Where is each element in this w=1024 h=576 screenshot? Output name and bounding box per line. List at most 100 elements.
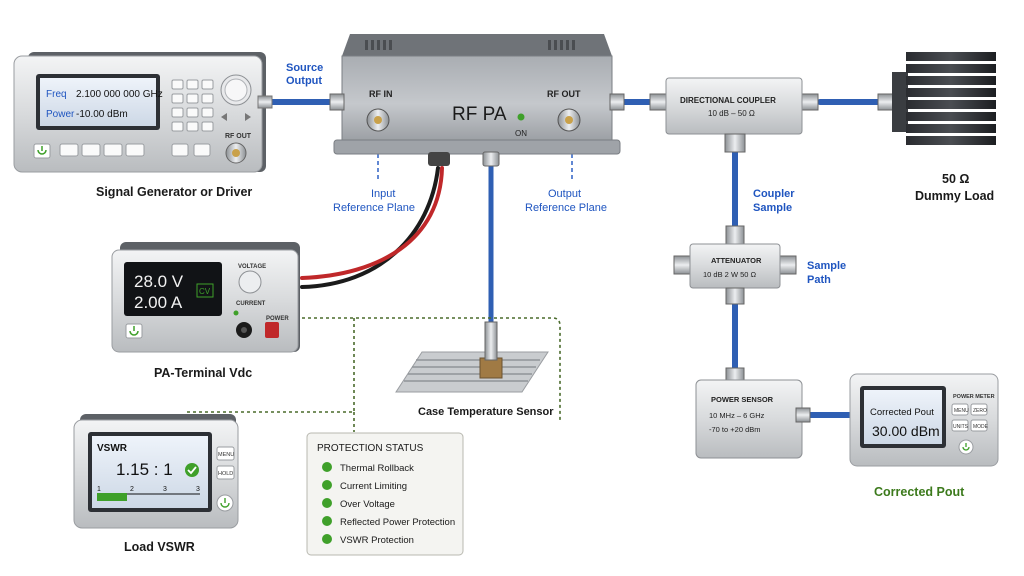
rf-out-label: RF OUT [225,133,252,140]
cv-badge [196,283,214,298]
pm-units-button[interactable] [951,419,969,432]
power-sensor: POWER SENSOR 10 MHz – 6 GHz -70 to +20 d… [695,367,811,459]
power-icon [962,446,970,451]
power-meter-display [864,390,942,444]
power-meter: Corrected Pout 30.00 dBm POWER METER MEN… [849,373,999,499]
coupled-port [724,133,746,153]
power-icon [220,502,230,508]
pm-mode-button[interactable] [970,419,988,432]
check-icon [185,463,199,477]
sample-path-label-1: Sample [807,260,846,272]
power-icon [129,330,139,336]
power-value: -10.00 dBm [76,109,128,120]
status-led-icon [322,534,332,544]
arrow-keys-icon[interactable] [221,113,251,121]
source-output-label-2: Output [286,75,322,87]
dummy-load: 50 Ω Dummy Load [877,52,996,203]
dc-connector [428,152,450,166]
psu-current: 2.00 A [134,293,183,312]
input-ref-label-1: Input [371,188,395,200]
temperature-sensor: Case Temperature Sensor [395,321,554,418]
signal-generator-display [40,78,156,126]
vswr-hold-button[interactable] [216,465,235,480]
pm-zero-button[interactable] [970,403,988,416]
svg-text:VSWR Protection: VSWR Protection [340,535,414,546]
signal-generator: Freq 2.100 000 000 GHz Power -10.00 dBm … [13,52,273,199]
pa-title: RF PA [452,104,507,125]
dummy-load-label-2: Dummy Load [915,189,994,203]
svg-text:Over Voltage: Over Voltage [340,499,395,510]
svg-text:UNITS: UNITS [953,424,969,430]
positive-terminal[interactable] [265,322,279,338]
status-led-icon [322,516,332,526]
vswr-caption: Load VSWR [124,540,195,554]
power-icon [37,149,47,155]
dummy-load-label-1: 50 Ω [942,172,969,186]
soft-keys[interactable] [59,143,211,157]
protection-item: Current Limiting [322,480,407,492]
vswr-value: 1.15 : 1 [116,460,173,479]
vswr-title: VSWR [97,443,128,454]
freq-label: Freq [46,89,67,100]
svg-text:1: 1 [97,486,101,493]
current-knob-label: CURRENT [236,301,266,307]
svg-text:Thermal Rollback: Thermal Rollback [340,463,414,474]
svg-text:HOLD: HOLD [218,471,233,477]
voltage-knob-label: VOLTAGE [238,264,266,270]
vent-slots [365,40,575,50]
attenuator-title: ATTENUATOR [711,256,762,265]
svg-text:MENU: MENU [954,408,969,414]
pa-rf-out-label: RF OUT [547,89,581,99]
psu-caption: PA-Terminal Vdc [154,366,252,380]
power-meter-brand: POWER METER [953,394,995,400]
rf-pa: RF IN RF OUT RF PA ON [329,34,625,167]
temp-sensor-caption: Case Temperature Sensor [418,406,554,418]
svg-text:3: 3 [163,486,167,493]
dc-leads [300,166,444,289]
power-sensor-range: -70 to +20 dBm [709,425,761,434]
power-label: Power [46,109,75,120]
coupler-title: DIRECTIONAL COUPLER [680,96,776,105]
pm-menu-button[interactable] [951,403,969,416]
power-meter-value: 30.00 dBm [872,423,940,439]
svg-text:3: 3 [196,486,200,493]
cv-badge-text: CV [199,287,211,296]
pa-on-label: ON [515,129,527,138]
freq-value: 2.100 000 000 GHz [76,89,163,100]
protection-item: Thermal Rollback [322,462,414,474]
coupler-sample-label-1: Coupler [753,188,795,200]
input-ref-label-2: Reference Plane [333,202,415,214]
power-supply: 28.0 V 2.00 A CV VOLTAGE CURRENT POWER P… [111,242,300,380]
protection-item: Reflected Power Protection [322,516,455,528]
current-led-icon [233,310,239,316]
protection-item: Over Voltage [322,498,395,510]
on-led-icon [517,113,525,121]
power-sensor-freq: 10 MHz – 6 GHz [709,411,765,420]
psu-display [124,262,222,316]
power-meter-caption: Corrected Pout [874,485,965,499]
attenuator-spec: 10 dB 2 W 50 Ω [703,270,757,279]
power-sensor-title: POWER SENSOR [711,395,774,404]
status-led-icon [322,462,332,472]
power-label: POWER [266,316,289,322]
svg-text:ZERO: ZERO [973,408,987,414]
coupler-sample-label-2: Sample [753,202,792,214]
directional-coupler: DIRECTIONAL COUPLER 10 dB – 50 Ω [649,77,819,153]
svg-text:MENU: MENU [218,452,234,458]
voltage-knob[interactable] [238,270,262,294]
keypad[interactable] [171,79,214,132]
svg-text:Current Limiting: Current Limiting [340,481,407,492]
output-ref-label-1: Output [548,188,581,200]
svg-text:2: 2 [130,486,134,493]
vswr-bar [97,493,127,501]
power-meter-label: Corrected Pout [870,407,934,418]
protection-title: PROTECTION STATUS [317,443,424,454]
vswr-menu-button[interactable] [216,446,235,461]
protection-status-panel: PROTECTION STATUS Thermal Rollback Curre… [306,432,464,556]
status-led-icon [322,498,332,508]
coupler-spec: 10 dB – 50 Ω [708,109,755,118]
sample-path-label-2: Path [807,274,831,286]
psu-voltage: 28.0 V [134,272,184,291]
